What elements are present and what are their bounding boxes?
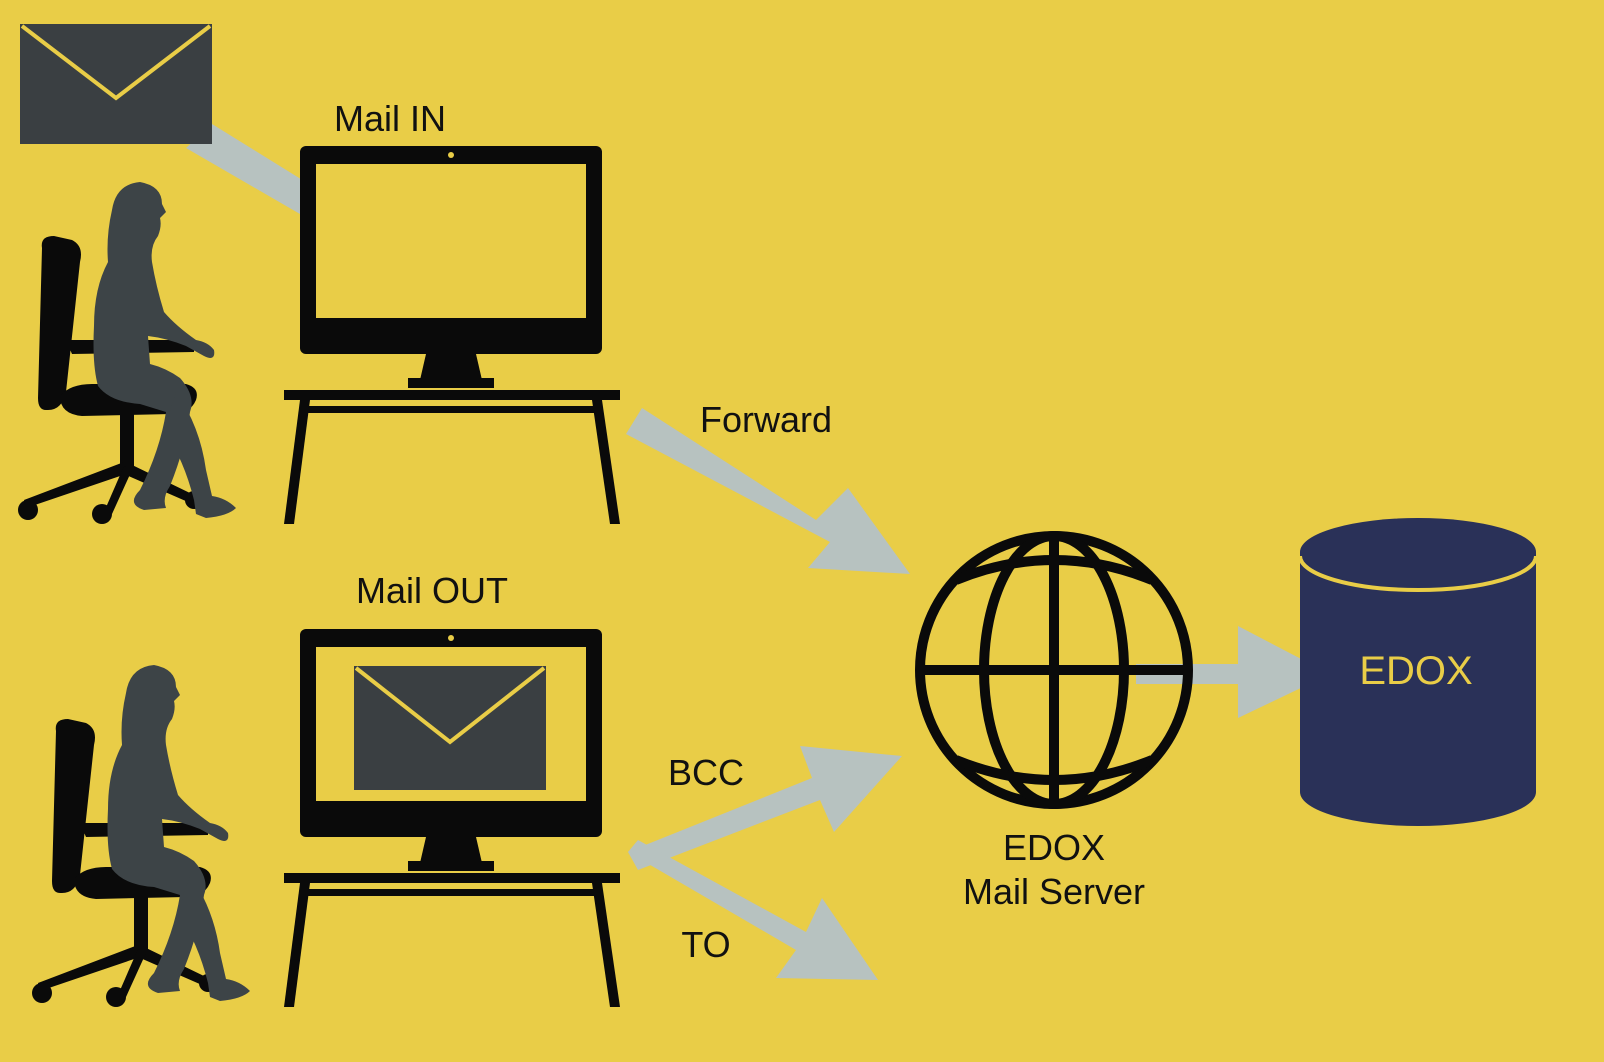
- arrow-bcc: [628, 746, 902, 870]
- mail-out-label: Mail OUT: [356, 570, 508, 611]
- bcc-label: BCC: [668, 752, 744, 793]
- database-cylinder-icon: [1298, 518, 1538, 826]
- incoming-mail-envelope-icon: [20, 24, 212, 144]
- seated-woman-icon-top: [18, 182, 236, 524]
- mail-in-label: Mail IN: [334, 98, 446, 139]
- arrow-to-database: [1136, 626, 1330, 718]
- database-label: EDOX: [1359, 649, 1472, 693]
- outgoing-mail-envelope-icon: [354, 666, 546, 790]
- to-label: TO: [681, 924, 730, 965]
- computer-icon-top: [284, 146, 620, 524]
- forward-label: Forward: [700, 399, 832, 440]
- arrow-to: [628, 840, 878, 980]
- server-label-line2: Mail Server: [963, 871, 1145, 912]
- seated-woman-icon-bottom: [32, 665, 250, 1007]
- globe-icon: [915, 531, 1193, 809]
- arrow-forward: [626, 408, 910, 574]
- server-label-line1: EDOX: [1003, 827, 1105, 868]
